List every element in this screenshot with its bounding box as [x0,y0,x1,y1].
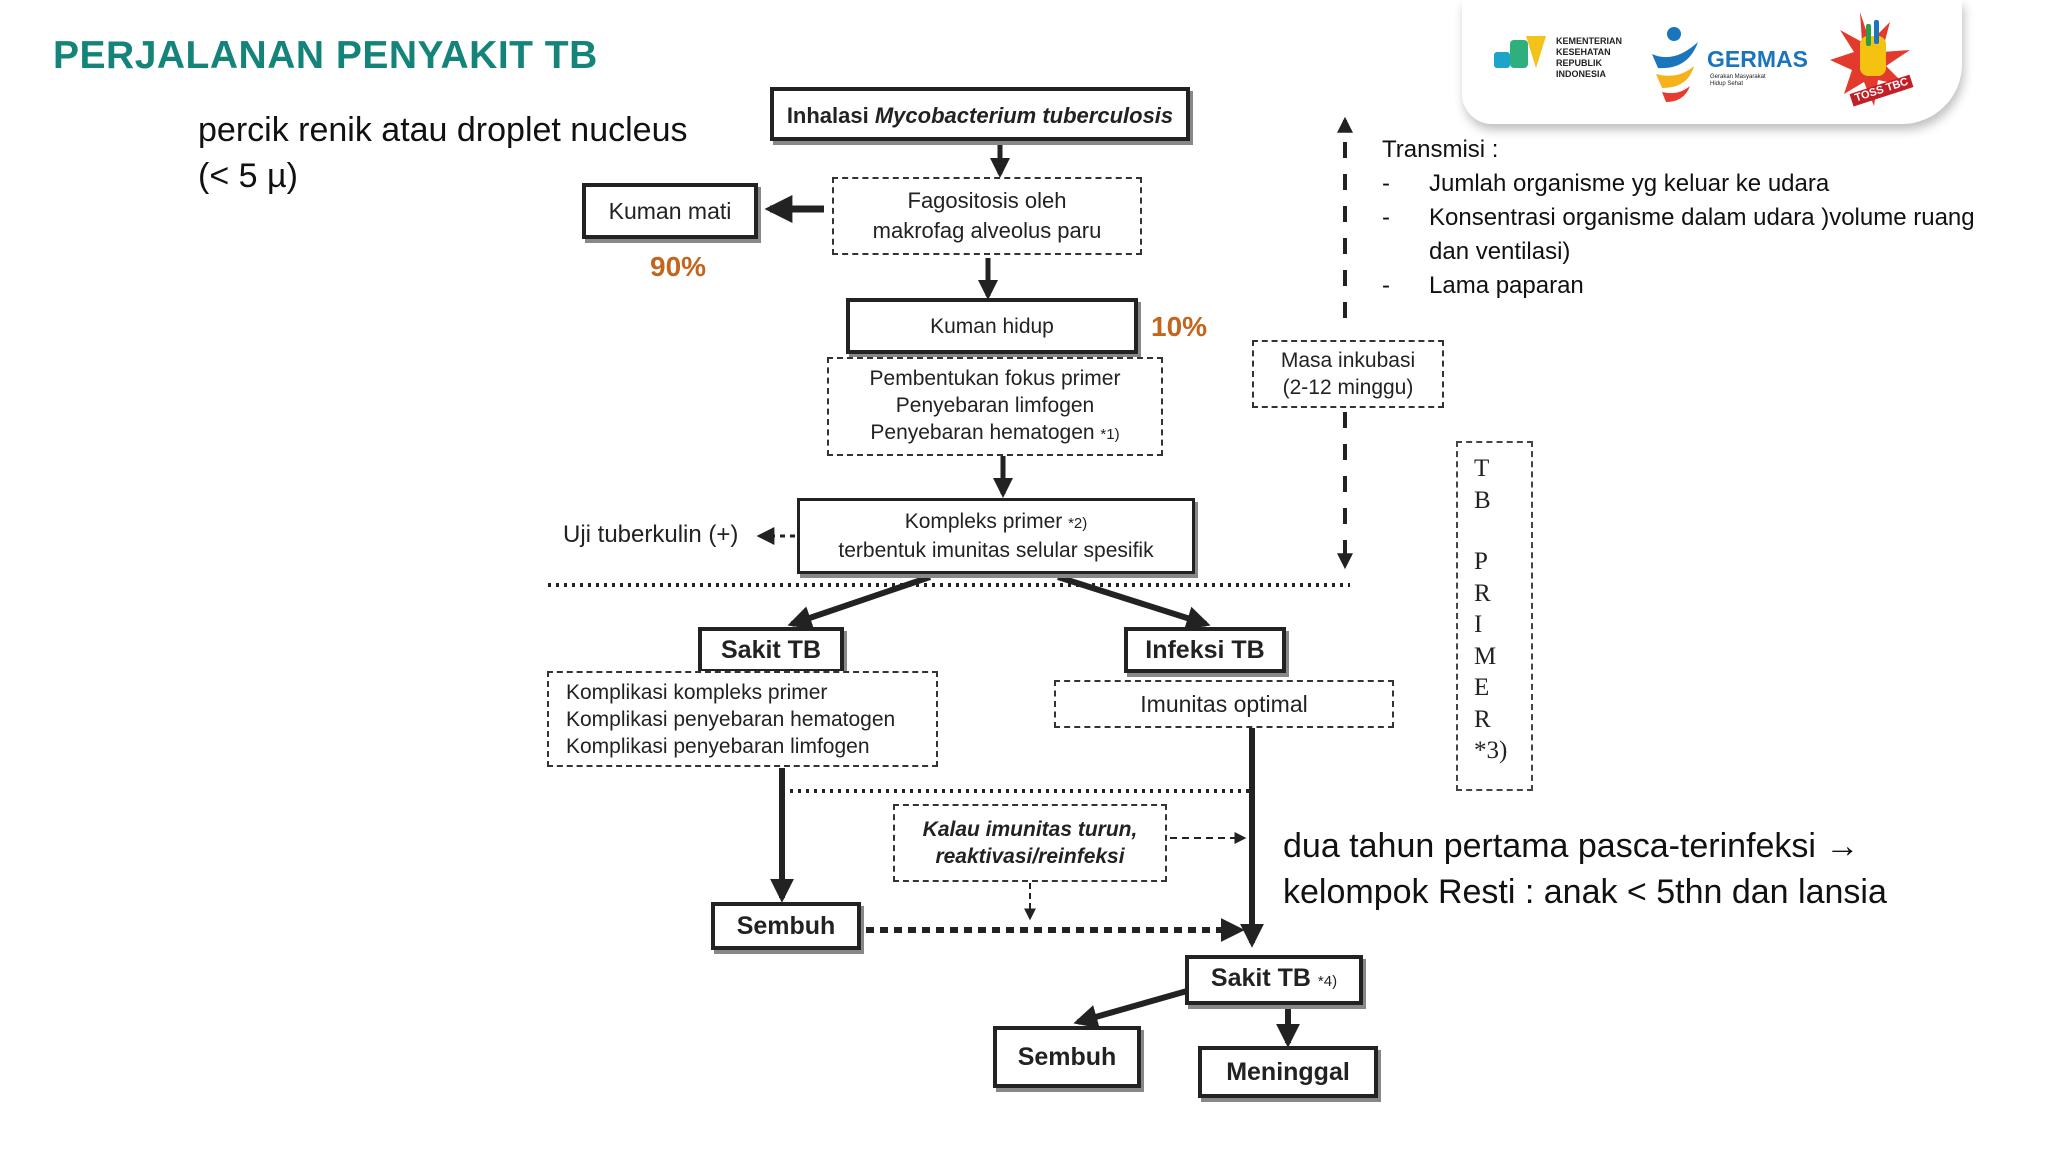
transmisi-item-text: Jumlah organisme yg keluar ke udara [1429,170,1830,197]
kompleks-line1-text: Kompleks primer [904,510,1063,533]
infeksi-tb-label: Infeksi TB [1145,635,1265,664]
kuman-mati-box: Kuman mati [582,183,758,239]
inhalasi-prefix: Inhalasi [786,103,875,128]
reaktivasi-box: Kalau imunitas turun, reaktivasi/reinfek… [893,804,1167,882]
tb-primer-char: R [1474,579,1491,607]
germas-logo-text: GERMAS [1707,46,1808,72]
transmisi-item: - Jumlah organisme yg keluar ke udara [1382,167,2029,201]
tb-primer-gap [1474,516,1531,546]
fagositosis-box: Fagositosis oleh makrofag alveolus paru [832,177,1142,255]
fokus-line1: Pembentukan fokus primer [869,367,1121,390]
sembuh-label: Sembuh [736,911,836,940]
kompleks-line2: terbentuk imunitas selular spesifik [838,539,1154,562]
transmisi-item-text: Lama paparan [1429,272,1584,299]
kuman-mati-label: Kuman mati [608,197,732,224]
logo-banner: KEMENTERIAN KESEHATAN REPUBLIK INDONESIA… [1462,0,1962,124]
masa-inkubasi-box: Masa inkubasi (2-12 minggu) [1252,340,1444,408]
transmisi-item: - Konsentrasi organisme dalam udara )vol… [1382,201,2029,269]
imunitas-optimal-box: Imunitas optimal [1054,680,1394,728]
sakit-tb-box: Sakit TB [698,627,844,673]
kemenkes-logo-icon [1494,36,1546,68]
resti-caption-line1: dua tahun pertama pasca-terinfeksi → [1283,827,1860,865]
tb-primer-label: T B P R I M E R *3) [1456,441,1533,791]
tb-primer-char: P [1474,548,1488,575]
sembuh-2-box: Sembuh [993,1026,1141,1088]
tb-primer-char: B [1474,486,1491,514]
masa-inkubasi-line1: Masa inkubasi [1280,349,1416,372]
sakit-tb-2-label: Sakit TB [1210,964,1311,992]
droplet-caption: percik renik atau droplet nucleus (< 5 µ… [198,107,688,199]
sembuh-box: Sembuh [711,902,861,950]
fokus-line3: Penyebaran hematogen *1) [870,419,1119,448]
bullet-dash: - [1382,272,1390,299]
percent-kuman-mati: 90% [650,251,707,282]
komplikasi-line3: Komplikasi penyebaran limfogen [566,734,870,758]
droplet-caption-line1: percik renik atau droplet nucleus [198,111,688,149]
page-title: PERJALANAN PENYAKIT TB [53,34,598,77]
resti-caption-line2: kelompok Resti : anak < 5thn dan lansia [1283,873,1887,911]
arrow-sakit-tb-2-sembuh-2 [1073,988,1188,1029]
masa-inkubasi-line2: (2-12 minggu) [1282,376,1414,399]
fokus-primer-box: Pembentukan fokus primer Penyebaran limf… [827,357,1163,456]
fokus-line3-text: Penyebaran hematogen [870,421,1095,444]
kompleks-primer-box: Kompleks primer *2) terbentuk imunitas s… [797,498,1195,574]
komplikasi-line2: Komplikasi penyebaran hematogen [566,707,896,731]
bullet-dash: - [1382,204,1390,231]
bullet-dash: - [1382,170,1390,197]
fokus-line2: Penyebaran limfogen [895,394,1095,417]
tb-primer-char: M [1474,642,1497,670]
infeksi-tb-box: Infeksi TB [1124,627,1286,673]
tb-primer-char: R [1474,705,1491,733]
reaktivasi-line1: Kalau imunitas turun, [922,818,1138,841]
sakit-tb-label: Sakit TB [720,635,822,664]
resti-caption: dua tahun pertama pasca-terinfeksi → kel… [1283,823,1887,915]
sakit-tb-2-box: Sakit TB *4) [1185,955,1363,1005]
percent-kuman-hidup: 10% [1151,311,1208,342]
droplet-caption-line2: (< 5 µ) [198,157,298,195]
kemenkes-logo-text: KEMENTERIAN KESEHATAN REPUBLIK INDONESIA [1556,36,1623,79]
inhalasi-species: Mycobacterium tuberculosis [874,103,1174,128]
transmisi-item: - Lama paparan [1382,269,2029,303]
tb-primer-char: T [1474,455,1490,482]
tb-primer-char: *3) [1474,737,1508,764]
kompleks-footnote: *2) [1068,515,1088,532]
germas-logo-subtext: Gerakan Masyarakat Hidup Sehat [1710,74,1766,87]
germas-logo-icon [1652,27,1698,102]
fagositosis-line2: makrofag alveolus paru [872,218,1102,243]
sakit-tb-2-footnote: *4) [1317,973,1338,990]
fagositosis-line1: Fagositosis oleh [907,188,1067,213]
fokus-footnote: *1) [1100,426,1120,443]
meninggal-label: Meninggal [1226,1057,1350,1086]
kuman-hidup-box: Kuman hidup [846,298,1138,354]
sembuh-2-label: Sembuh [1017,1042,1117,1071]
imunitas-optimal-label: Imunitas optimal [1140,690,1308,717]
sakit-tb-2-line: Sakit TB *4) [1211,965,1337,995]
tb-primer-char: E [1474,674,1490,701]
kompleks-line1: Kompleks primer *2) [905,508,1088,537]
reaktivasi-line2: reaktivasi/reinfeksi [935,845,1125,868]
transmisi-notes: Transmisi : - Jumlah organisme yg keluar… [1382,133,2029,303]
transmisi-heading: Transmisi : [1382,136,1499,163]
komplikasi-line1: Komplikasi kompleks primer [566,680,828,704]
uji-tuberkulin-label: Uji tuberkulin (+) [563,521,739,548]
kuman-hidup-label: Kuman hidup [930,314,1054,338]
transmisi-item-text: Konsentrasi organisme dalam udara )volum… [1429,204,1975,265]
arrow-kompleks-sakit-tb [787,574,931,630]
komplikasi-box: Komplikasi kompleks primer Komplikasi pe… [547,671,938,767]
tb-primer-char: I [1474,611,1483,638]
meninggal-box: Meninggal [1198,1046,1378,1098]
arrow-kompleks-infeksi-tb [1057,574,1211,630]
inhalasi-box: Inhalasi Mycobacterium tuberculosis [770,87,1190,141]
